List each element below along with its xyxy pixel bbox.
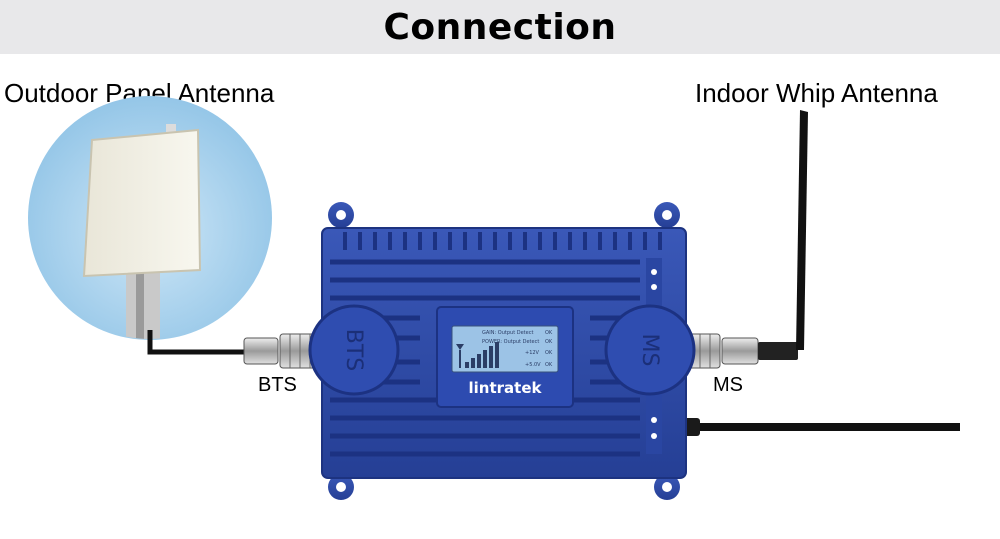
ms-port-label: MS (713, 374, 743, 396)
ms-connector (679, 333, 798, 369)
lcd-line-1-status: OK (545, 330, 553, 336)
indoor-whip-antenna (796, 110, 808, 350)
lcd-line-1: GAIN: Output Detect (482, 330, 533, 336)
outdoor-antenna-photo (28, 96, 272, 340)
lcd-line-4-status: OK (545, 362, 553, 368)
lcd-line-4: +5.0V (525, 362, 541, 368)
bts-port-label: BTS (258, 374, 297, 396)
page-title: Connection (383, 6, 617, 48)
title-banner: Connection (0, 0, 1000, 54)
lcd-line-3-status: OK (545, 350, 553, 356)
lcd-line-2-status: OK (545, 339, 553, 345)
outdoor-cable (147, 330, 246, 355)
repeater-device: BTS MS GAIN: Output Detect OK POWER: Out… (308, 202, 696, 500)
indoor-antenna-label: Indoor Whip Antenna (695, 78, 938, 108)
ms-knob (604, 304, 696, 396)
brand-logo: lintratek (469, 379, 543, 397)
bts-knob (308, 304, 400, 396)
lcd-line-3: +12V (525, 350, 540, 356)
ms-knob-text: MS (637, 334, 662, 367)
signal-bars-icon (456, 342, 499, 368)
lcd-line-2: POWER: Output Detect (482, 339, 539, 345)
bts-knob-text: BTS (341, 329, 366, 372)
power-cable (676, 418, 960, 436)
